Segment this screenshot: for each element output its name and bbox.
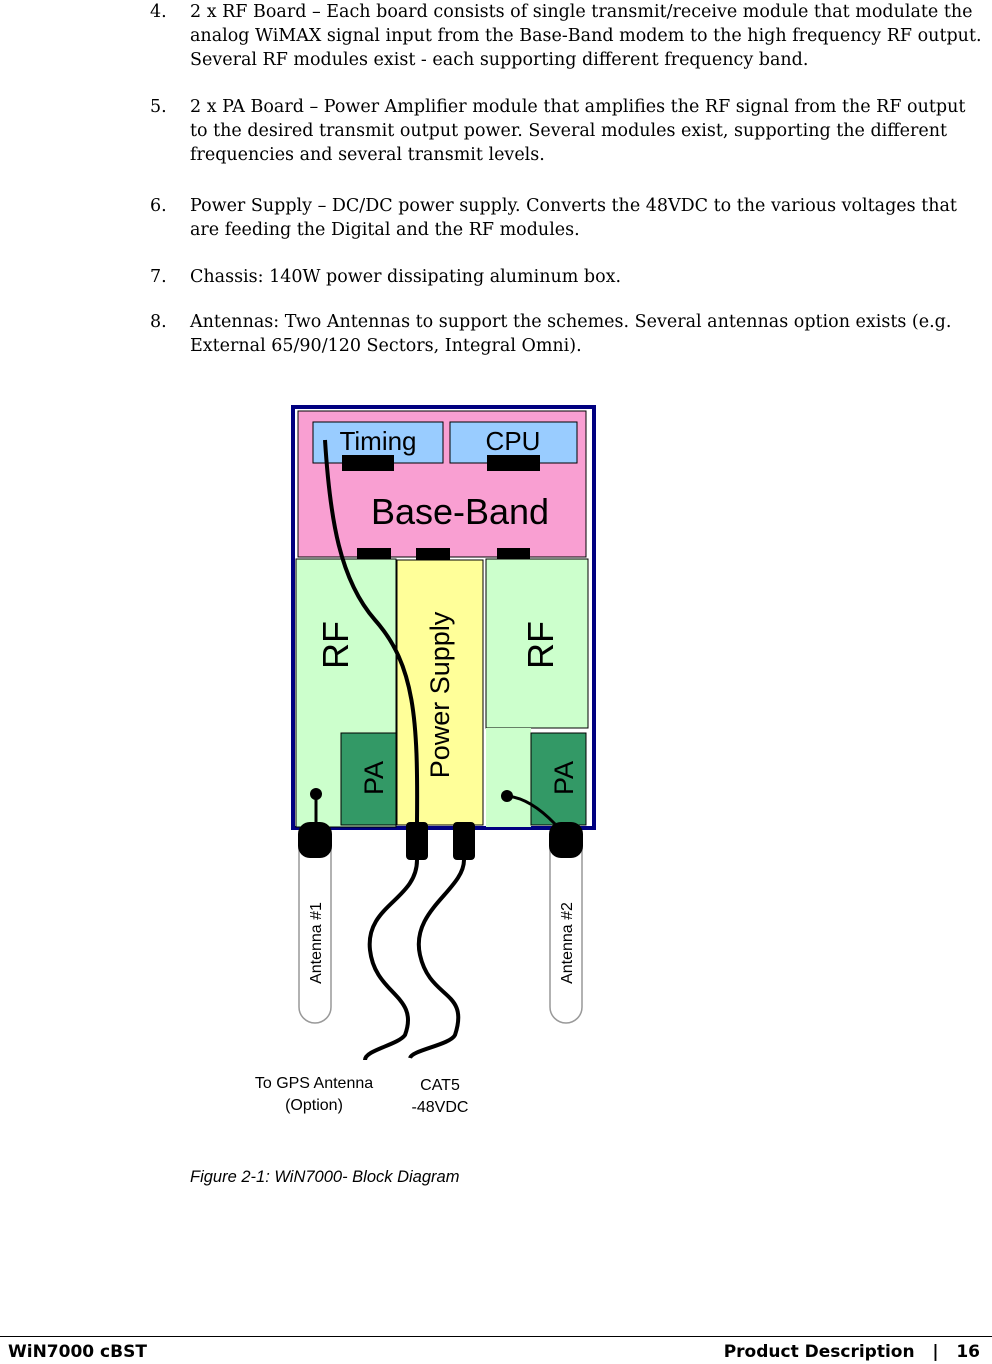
cat5-label-line1: CAT5 <box>420 1077 460 1094</box>
cable-terminal <box>310 788 322 800</box>
cat5-label-line2: -48VDC <box>412 1099 469 1116</box>
timing-gps-cable <box>323 439 420 823</box>
list-item-number: 4. <box>150 2 167 22</box>
power-supply-label: Power Supply <box>425 611 455 778</box>
list-item-number: 8. <box>150 312 167 332</box>
cpu-label: CPU <box>486 426 541 456</box>
list-item-text: 2 x RF Board – Each board consists of si… <box>190 2 982 70</box>
cat5-cable <box>408 859 466 1060</box>
rf-left-label: RF <box>315 621 356 669</box>
gps-label-line2: (Option) <box>285 1097 343 1114</box>
timing-label: Timing <box>339 426 416 456</box>
list-item-text: Chassis: 140W power dissipating aluminum… <box>190 267 622 287</box>
pa-right-label: PA <box>549 761 579 795</box>
block-diagram: Timing CPU Base-Band RF RF Power Supply … <box>255 405 596 1116</box>
footer-separator: | <box>932 1342 939 1362</box>
figure-caption: Figure 2-1: WiN7000- Block Diagram <box>190 1168 460 1186</box>
cat5-connector <box>453 822 475 860</box>
pa-left-label: PA <box>359 761 389 795</box>
footer-product-name: WiN7000 cBST <box>8 1342 147 1362</box>
list-item-number: 7. <box>150 267 167 287</box>
list-item-number: 5. <box>150 97 167 117</box>
cable-terminal <box>501 790 513 802</box>
page-number: 16 <box>956 1342 980 1362</box>
antenna-1-label: Antenna #1 <box>308 902 325 984</box>
pa-board-left <box>340 732 397 826</box>
gps-cable <box>363 859 419 1061</box>
connector <box>487 455 540 471</box>
footer-section: Product Description <box>723 1342 915 1362</box>
connector <box>342 455 394 471</box>
list-item-text: Antennas: Two Antennas to support the sc… <box>190 312 952 356</box>
list-item-text: 2 x PA Board – Power Amplifier module th… <box>190 97 966 165</box>
footer-page-info: Product Description | 16 <box>724 1342 980 1362</box>
gps-label-line1: To GPS Antenna <box>255 1075 373 1092</box>
antenna-connector <box>298 822 332 858</box>
footer-divider <box>0 1336 992 1337</box>
rf-board-right <box>485 558 589 729</box>
rf-right-label: RF <box>520 621 561 669</box>
list-item-number: 6. <box>150 196 167 216</box>
list-item-text: Power Supply – DC/DC power supply. Conve… <box>190 196 957 240</box>
antenna-connector <box>549 822 583 858</box>
baseband-label: Base-Band <box>371 491 549 532</box>
antenna-2-label: Antenna #2 <box>559 902 576 984</box>
gps-connector <box>406 822 428 860</box>
